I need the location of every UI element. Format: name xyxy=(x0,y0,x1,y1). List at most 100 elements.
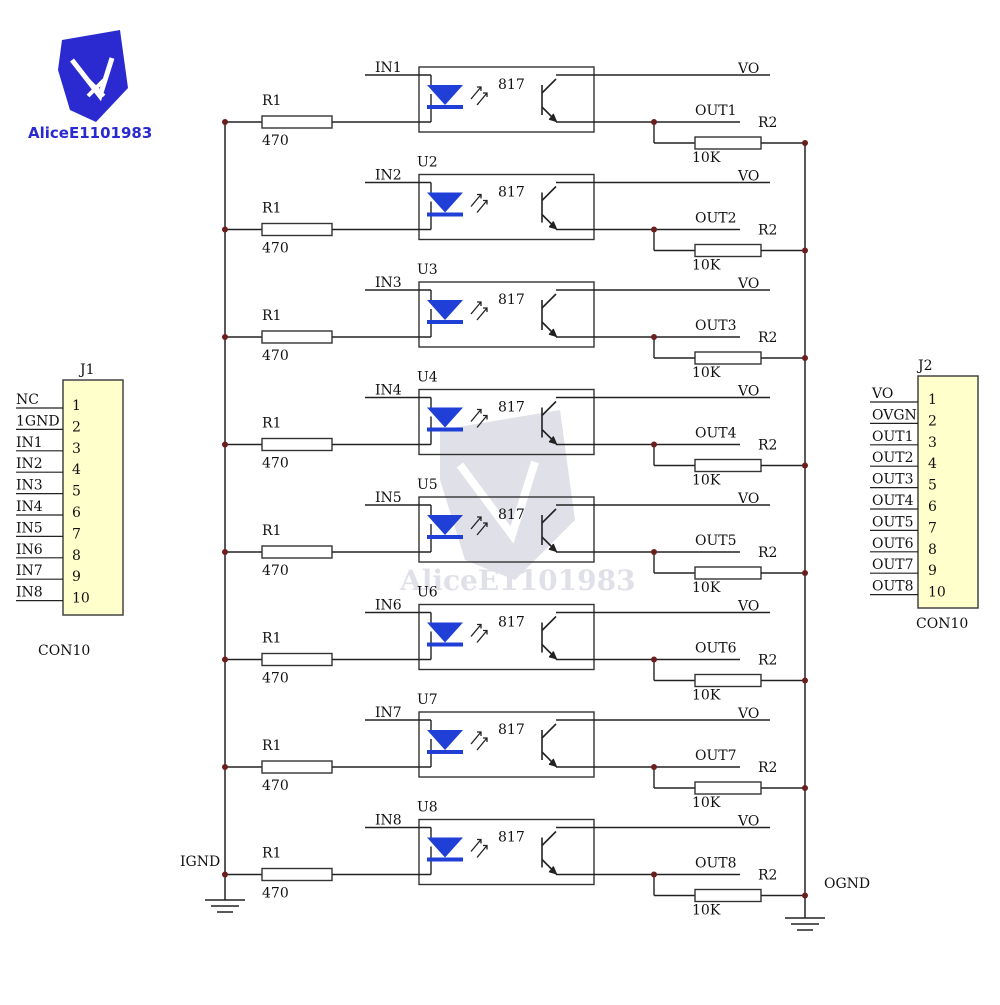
r2-resistor xyxy=(694,243,762,258)
j2-pin-number: 2 xyxy=(928,413,937,429)
r1-label: R1 xyxy=(262,308,281,324)
r1-value: 470 xyxy=(262,886,289,902)
phototransistor-icon xyxy=(541,615,558,660)
junction-dot xyxy=(802,570,808,576)
unit-label: U3 xyxy=(417,262,438,278)
input-label: IN4 xyxy=(375,383,402,399)
light-emission-icon xyxy=(470,838,488,858)
junction-dot xyxy=(802,355,808,361)
j2-net-label: VO xyxy=(871,386,893,402)
led-diode-icon xyxy=(427,407,463,432)
r1-value: 470 xyxy=(262,563,289,579)
junction-dot xyxy=(651,441,657,448)
r2-value: 10K xyxy=(692,903,721,919)
junction-dot xyxy=(651,764,657,770)
j1-pin-number: 4 xyxy=(72,462,81,478)
opto-part: 817 xyxy=(498,507,525,523)
junction-dot xyxy=(651,549,657,555)
optocoupler-body xyxy=(418,66,595,133)
unit-label: U5 xyxy=(417,477,438,493)
vo-label: VO xyxy=(737,384,759,400)
light-emission-icon xyxy=(470,516,488,536)
opto-part: 817 xyxy=(498,77,525,93)
r2-resistor xyxy=(694,888,762,903)
led-diode-icon xyxy=(427,192,463,217)
j2-net-label: OUT8 xyxy=(872,579,914,595)
unit-label: U4 xyxy=(417,370,438,386)
input-ground-symbol xyxy=(205,895,245,913)
r2-value: 10K xyxy=(692,365,721,381)
j2-pin-9: OUT7 9 xyxy=(870,557,937,579)
vo-label: VO xyxy=(737,276,759,292)
output-label: OUT3 xyxy=(695,318,737,334)
j2-pin-number: 6 xyxy=(928,499,937,515)
r2-label: R2 xyxy=(758,545,777,561)
j1-body xyxy=(62,379,124,616)
j2-pin-1: VO 1 xyxy=(870,386,937,408)
j2-net-label: OUT1 xyxy=(872,429,914,445)
r1-resistor xyxy=(261,330,333,344)
output-label: OUT5 xyxy=(695,533,737,549)
j2-net-label: OUT3 xyxy=(872,472,914,488)
j2-pin-6: OUT4 6 xyxy=(870,493,937,515)
input-label: IN6 xyxy=(375,598,402,614)
led-diode-icon xyxy=(427,515,463,539)
led-diode-icon xyxy=(427,837,463,862)
r2-resistor xyxy=(694,566,762,580)
j1-pin-number: 10 xyxy=(72,591,90,607)
j2-net-label: OUT7 xyxy=(872,557,914,573)
r1-resistor xyxy=(261,545,333,559)
r1-value: 470 xyxy=(262,671,289,687)
junction-dot xyxy=(651,334,657,340)
light-emission-icon xyxy=(470,193,488,213)
r2-label: R2 xyxy=(758,868,777,884)
junction-dot xyxy=(802,785,808,791)
j2-net-label: OVGN xyxy=(872,407,917,423)
opto-part: 817 xyxy=(498,615,525,631)
junction-dot xyxy=(802,462,808,469)
j2-part: CON10 xyxy=(916,616,968,632)
vo-label: VO xyxy=(737,599,759,615)
r2-value: 10K xyxy=(692,688,721,704)
r2-value: 10K xyxy=(692,258,721,274)
input-label: IN2 xyxy=(375,168,402,184)
j2-pin-number: 1 xyxy=(928,392,937,408)
r1-label: R1 xyxy=(262,846,281,862)
junction-dot xyxy=(802,247,808,254)
j2-net-label: OUT4 xyxy=(872,493,914,509)
j1-pin-number: 9 xyxy=(72,569,81,585)
opto-part: 817 xyxy=(498,830,525,846)
j1-net-label: IN1 xyxy=(16,435,43,451)
r1-label: R1 xyxy=(262,201,281,217)
optocoupler-body xyxy=(418,173,595,241)
led-diode-icon xyxy=(427,300,463,324)
r1-resistor xyxy=(261,222,333,237)
phototransistor-icon xyxy=(541,723,558,768)
output-label: OUT2 xyxy=(695,211,737,227)
r1-value: 470 xyxy=(262,456,289,472)
r2-resistor xyxy=(694,781,762,795)
j2-pin-number: 9 xyxy=(928,563,937,579)
unit-label: U6 xyxy=(417,585,438,601)
junction-dot xyxy=(222,871,228,878)
j1-pin-number: 8 xyxy=(72,548,81,564)
junction-dot xyxy=(222,119,228,125)
r1-label: R1 xyxy=(262,738,281,754)
junction-dot xyxy=(651,871,657,878)
optocoupler-body xyxy=(418,711,595,778)
j1-net-label: 1GND xyxy=(16,413,60,429)
r1-resistor xyxy=(261,652,333,667)
opto-part: 817 xyxy=(498,722,525,738)
